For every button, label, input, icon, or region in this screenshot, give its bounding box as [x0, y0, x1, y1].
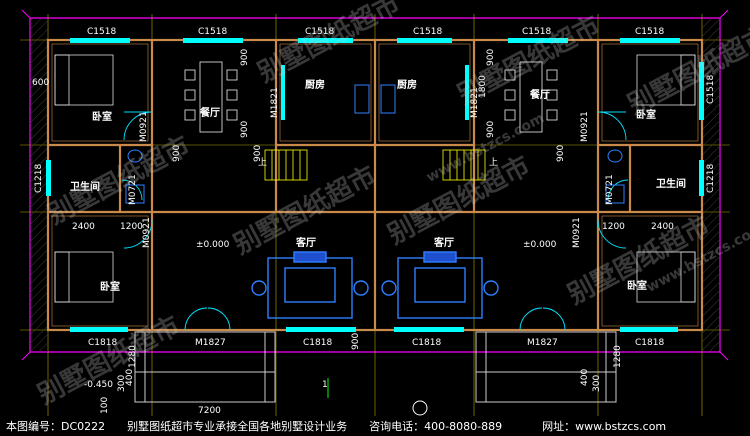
- footer-phone: 咨询电话：400-8080-889: [369, 420, 503, 433]
- door-label: M0921: [139, 111, 149, 142]
- dim-label: 2400: [651, 222, 674, 232]
- room-living-left: 客厅: [296, 238, 316, 249]
- elevation-label: ±0.000: [523, 240, 557, 250]
- walls: [46, 38, 704, 332]
- room-bedroom-tr: 卧室: [636, 110, 656, 121]
- window-label: C1518: [522, 27, 552, 37]
- dim-label: 900: [240, 48, 250, 66]
- door-label: M0921: [142, 217, 152, 248]
- door-swings: [121, 111, 629, 331]
- dim-label: 600: [32, 78, 50, 88]
- window-label: C1818: [88, 338, 118, 348]
- room-kitchen-right: 厨房: [397, 80, 417, 91]
- window-label-side-left: C1218: [34, 163, 44, 193]
- dim-label: 1280: [613, 345, 623, 368]
- dim-label: 900: [351, 332, 361, 350]
- footer-bar: 本图编号：DC0222 别墅图纸超市专业承接全国各地别墅设计业务 咨询电话：40…: [0, 416, 750, 436]
- dim-label: 1200: [602, 222, 625, 232]
- dim-label: 900: [486, 48, 496, 66]
- stairs: [264, 149, 486, 181]
- dim-label: 7200: [198, 406, 221, 416]
- window-label: C1518: [413, 27, 443, 37]
- window-label: C1518: [635, 27, 665, 37]
- dim-label: 1: [322, 380, 328, 390]
- window-label: C1518: [198, 27, 228, 37]
- window-label: C1518: [87, 27, 117, 37]
- dim-label: 1800: [478, 75, 488, 98]
- footer-website: 网址：www.bstzcs.com: [542, 420, 667, 433]
- dim-label: 300: [592, 374, 602, 392]
- dining-tables: [184, 61, 558, 133]
- room-bedroom-br: 卧室: [627, 281, 647, 292]
- door-label: M0921: [572, 217, 582, 248]
- drawing-number: 本图编号：DC0222: [6, 420, 106, 433]
- dim-label: 400: [580, 368, 590, 386]
- window-label: C1818: [412, 338, 442, 348]
- elevation-label: ±0.000: [196, 240, 230, 250]
- dim-label: 1280: [128, 345, 138, 368]
- dim-label: 900: [486, 120, 496, 138]
- elevation-label: -0.450: [84, 380, 114, 390]
- room-bedroom-tl: 卧室: [92, 112, 112, 123]
- window-label: C1518: [305, 27, 335, 37]
- dim-label: 2400: [72, 222, 95, 232]
- room-bedroom-bl: 卧室: [100, 282, 120, 293]
- door-label: M0721: [605, 174, 615, 205]
- dim-label: 900: [556, 144, 566, 162]
- dim-label: 900: [172, 144, 182, 162]
- stair-up-label: 上: [258, 158, 268, 168]
- stair-up-label: 上: [489, 158, 499, 168]
- room-dining-left: 餐厅: [200, 108, 220, 119]
- door-label: M1827: [195, 338, 226, 348]
- room-bath-left: 卫生间: [70, 182, 100, 193]
- sofa-sets: [251, 251, 499, 319]
- door-label: M1821: [270, 87, 280, 118]
- dim-label: 1200: [120, 222, 143, 232]
- bath-fixtures: [125, 149, 625, 204]
- room-bath-right: 卫生间: [656, 179, 686, 190]
- dim-label: 100: [100, 396, 110, 414]
- dim-label: 400: [125, 368, 135, 386]
- window-marks: [46, 38, 704, 332]
- window-label-side-right: C1218: [706, 163, 716, 193]
- footer-slogan: 别墅图纸超市专业承接全国各地别墅设计业务: [127, 420, 348, 433]
- door-label: M0921: [580, 111, 590, 142]
- window-label: C1818: [303, 338, 333, 348]
- kitchen-fixtures: [354, 84, 396, 114]
- window-label: C1818: [635, 338, 665, 348]
- room-dining-right: 餐厅: [530, 90, 550, 101]
- door-label: M1827: [527, 338, 558, 348]
- room-kitchen-left: 厨房: [305, 80, 325, 91]
- dim-label: 900: [240, 120, 250, 138]
- room-living-right: 客厅: [434, 238, 454, 249]
- window-label-bedroom-right: C1518: [706, 74, 716, 104]
- porch: [134, 331, 617, 403]
- beds: [54, 54, 696, 303]
- door-label: M0721: [128, 174, 138, 205]
